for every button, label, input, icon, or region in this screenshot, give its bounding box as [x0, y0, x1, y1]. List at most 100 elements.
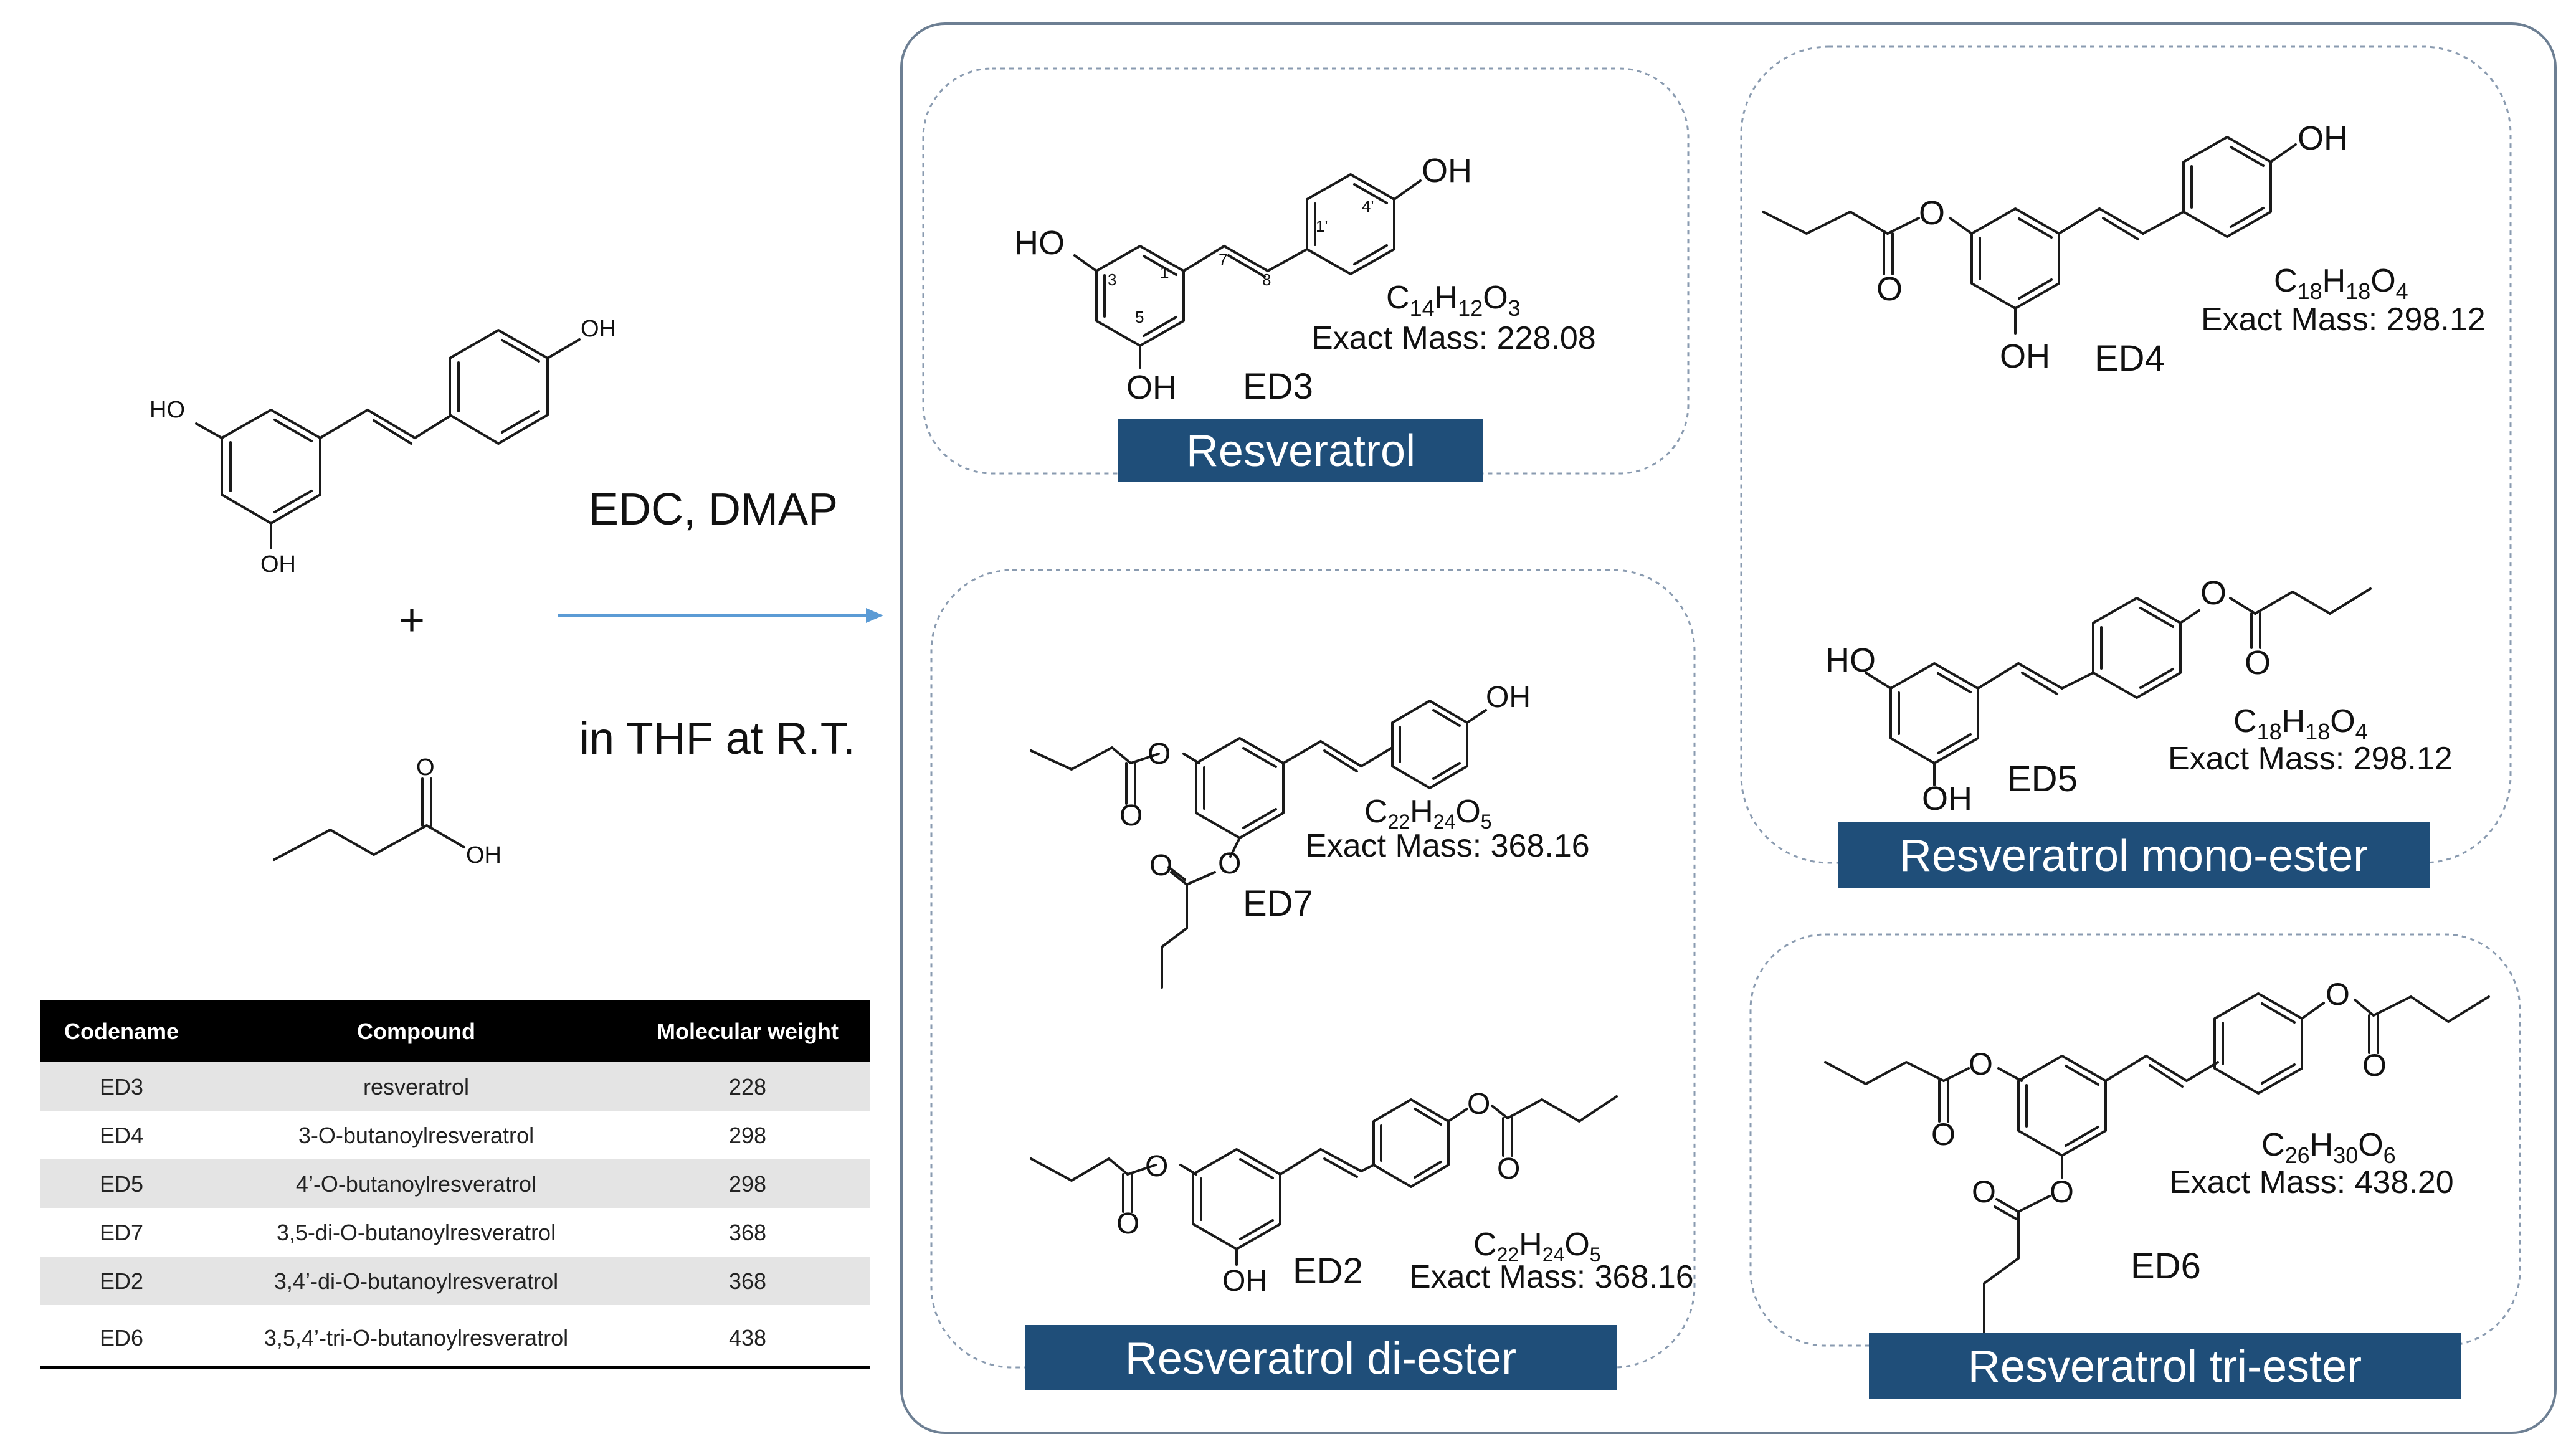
molecule-ed4: O O OH OH [1762, 120, 2348, 375]
reagent-label: EDC, DMAP [589, 485, 838, 534]
label-ester-o1: O [1148, 738, 1171, 771]
exact-mass-ed6: Exact Mass: 438.20 [2169, 1164, 2454, 1200]
table-cell: 3-O-butanoylresveratrol [298, 1123, 534, 1148]
formula-ed6: C26H30O6 [2261, 1127, 2396, 1168]
label-ester-o: O [1919, 194, 1945, 232]
table-row-shade [40, 1159, 870, 1208]
reactant-resveratrol: HO OH OH [150, 316, 616, 577]
molecule-ed2: O O O O OH [1030, 1088, 1618, 1298]
exact-mass-ed7: Exact Mass: 368.16 [1305, 828, 1590, 864]
molecule-ed5: HO OH O O [1825, 574, 2372, 817]
molecule-ed3: HO OH OH 1 3 5 7 8 1' 4' [1014, 152, 1472, 406]
label-carbonyl-o3: O [2362, 1048, 2387, 1083]
table-cell: 368 [729, 1220, 766, 1245]
codename-ed3: ED3 [1243, 366, 1313, 407]
atom-number-7: 7 [1219, 250, 1227, 269]
region-resveratrol [922, 67, 1690, 475]
formula-ed2: C22H24O5 [1473, 1227, 1601, 1266]
condition-label: in THF at R.T. [579, 714, 855, 764]
formula-ed3: C14H12O3 [1386, 280, 1521, 321]
table-header-codename: Codename [64, 1019, 179, 1044]
atom-number-1: 1 [1160, 263, 1169, 282]
label-oh-bottom: OH [1126, 369, 1177, 406]
banner-mono-ester-text: Resveratrol mono-ester [1899, 831, 2368, 881]
table-cell: 3,5,4’-tri-O-butanoylresveratrol [264, 1325, 568, 1351]
formula-ed5: C18H18O4 [2233, 703, 2368, 744]
codename-ed6: ED6 [2131, 1246, 2201, 1286]
label-acid-oh: OH [466, 842, 501, 868]
table-cell: ED6 [100, 1325, 143, 1351]
label-ester-o2: O [1218, 847, 1241, 880]
atom-number-1prime: 1' [1316, 217, 1328, 235]
codename-ed5: ED5 [2007, 759, 2078, 799]
banner-di-ester [1025, 1325, 1617, 1390]
label-ester-o1: O [1969, 1047, 1993, 1081]
label-carbonyl-o: O [1876, 270, 1903, 308]
table-cell: ED4 [100, 1123, 143, 1148]
atom-number-5: 5 [1135, 308, 1144, 326]
exact-mass-ed4: Exact Mass: 298.12 [2201, 302, 2486, 338]
banner-di-ester-text: Resveratrol di-ester [1125, 1334, 1516, 1384]
reaction-arrow [558, 608, 883, 623]
products-frame [900, 22, 2557, 1434]
label-ho: HO [1014, 224, 1065, 262]
label-ester-o3: O [2326, 977, 2350, 1012]
label-ester-o1: O [1145, 1150, 1168, 1183]
atom-number-3: 3 [1108, 270, 1116, 289]
table-cell: 3,5-di-O-butanoylresveratrol [277, 1220, 556, 1245]
banner-mono-ester [1838, 822, 2430, 888]
table-cell: 438 [729, 1325, 766, 1351]
codename-ed2: ED2 [1293, 1251, 1363, 1291]
table-cell: 298 [729, 1171, 766, 1197]
banner-tri-ester [1869, 1333, 2461, 1399]
table-cell: resveratrol [363, 1074, 469, 1100]
exact-mass-ed3: Exact Mass: 228.08 [1311, 320, 1596, 356]
exact-mass-ed5: Exact Mass: 298.12 [2168, 741, 2453, 777]
table-cell: ED3 [100, 1074, 143, 1100]
banner-resveratrol [1118, 419, 1483, 482]
table-cell: 3,4’-di-O-butanoylresveratrol [274, 1268, 558, 1294]
label-oh-top: OH [2298, 120, 2348, 157]
label-ester-o2: O [1467, 1088, 1490, 1121]
label-carbonyl-o1: O [1931, 1117, 1956, 1152]
table-cell: 368 [729, 1268, 766, 1294]
table-header-molecular-weight: Molecular weight [657, 1019, 839, 1044]
table-cell: 298 [729, 1123, 766, 1148]
table-row-shade [40, 1062, 870, 1111]
label-carbonyl-o2: O [1972, 1174, 1996, 1209]
codename-ed4: ED4 [2094, 338, 2165, 379]
molecule-ed7: O O O O OH [1030, 681, 1531, 989]
label-carbonyl-o1: O [1119, 799, 1143, 832]
label-oh: OH [1222, 1265, 1267, 1298]
label-carbonyl-o: O [2245, 644, 2271, 682]
plus-sign: + [399, 596, 425, 645]
codename-ed7: ED7 [1243, 883, 1313, 924]
exact-mass-ed2: Exact Mass: 368.16 [1409, 1259, 1694, 1295]
table-cell: 4’-O-butanoylresveratrol [296, 1171, 536, 1197]
table-row-shade [40, 1257, 870, 1305]
label-carbonyl-o2: O [1497, 1152, 1520, 1185]
label-oh-para: OH [581, 316, 616, 342]
label-oh-bottom: OH [2000, 338, 2050, 375]
molecule-ed6: O O O O O O [1824, 977, 2490, 1334]
table-cell: ED5 [100, 1171, 143, 1197]
table-cell: ED7 [100, 1220, 143, 1245]
formula-ed4: C18H18O4 [2274, 263, 2408, 304]
label-ho: HO [1825, 642, 1876, 679]
label-oh-top: OH [1422, 152, 1472, 189]
label-oh: OH [1486, 681, 1531, 714]
table-header-compound: Compound [357, 1019, 475, 1044]
formula-ed7: C22H24O5 [1364, 794, 1492, 833]
banner-tri-ester-text: Resveratrol tri-ester [1968, 1342, 2362, 1392]
reactant-butyric-acid: O OH [273, 754, 501, 868]
table-cell: ED2 [100, 1268, 143, 1294]
table-cell: 228 [729, 1074, 766, 1100]
atom-number-4prime: 4' [1362, 197, 1374, 216]
atom-number-8: 8 [1262, 270, 1271, 289]
banner-resveratrol-text: Resveratrol [1186, 426, 1415, 476]
label-ho: HO [150, 397, 185, 423]
label-oh-meta: OH [260, 551, 296, 577]
label-ester-o2: O [2050, 1174, 2074, 1209]
